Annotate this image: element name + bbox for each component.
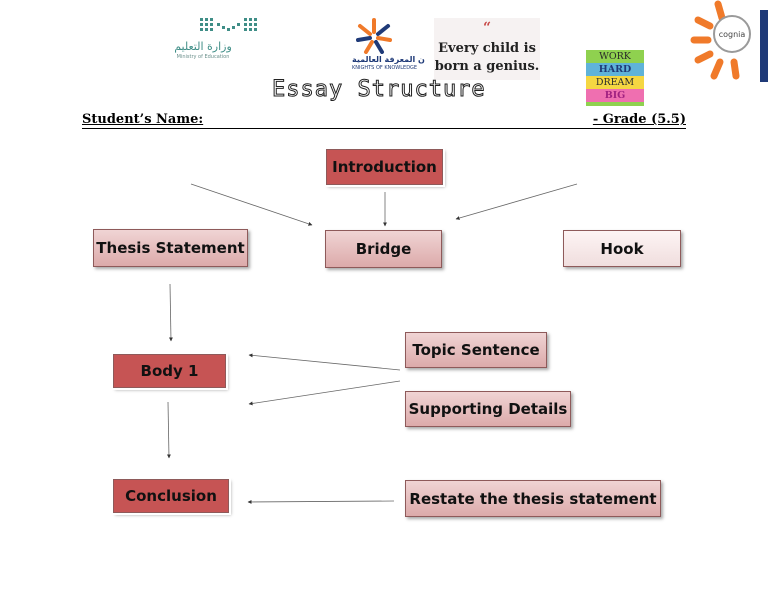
motto-badge: WORK HARD DREAM BIG	[586, 50, 644, 106]
topic-sentence-box: Topic Sentence	[405, 332, 547, 368]
thesis-statement-box: Thesis Statement	[93, 229, 248, 267]
arrow-thesis-to-bridge	[190, 183, 313, 226]
hook-label: Hook	[600, 239, 644, 258]
hook-box: Hook	[563, 230, 681, 267]
thesis-statement-label: Thesis Statement	[96, 239, 245, 257]
conclusion-label: Conclusion	[125, 487, 217, 505]
arrow-body-to-conclusion	[166, 401, 171, 459]
motto-word-3: DREAM	[586, 76, 644, 89]
supporting-details-box: Supporting Details	[405, 391, 571, 427]
body-1-label: Body 1	[140, 362, 199, 380]
arrow-details-to-body	[248, 380, 401, 406]
conclusion-box: Conclusion	[111, 477, 231, 515]
arrow-hook-to-bridge	[455, 183, 578, 220]
grade-label: - Grade (5.5)	[592, 112, 686, 127]
ministry-logo-icon	[200, 18, 257, 31]
ministry-english-name: Ministry of Education	[176, 54, 230, 60]
student-name-label: Student’s Name:	[82, 112, 204, 127]
quote-line-1: Every child is	[438, 41, 536, 56]
knights-of-knowledge-logo-icon	[356, 18, 392, 54]
introduction-box: Introduction	[324, 147, 445, 187]
restate-thesis-label: Restate the thesis statement	[409, 489, 657, 508]
motto-word-4: BIG	[586, 89, 644, 102]
quote-mark-icon: “	[482, 20, 492, 36]
bridge-box: Bridge	[325, 230, 442, 268]
knights-arabic-name: ن المعرفة العالمية	[352, 55, 425, 64]
body-1-box: Body 1	[111, 352, 228, 390]
arrow-restate-to-conclusion	[247, 499, 395, 504]
quote-line-2: born a genius.	[434, 59, 540, 74]
supporting-details-label: Supporting Details	[408, 400, 568, 418]
knights-english-name: KNIGHTS OF KNOWLEDGE	[352, 65, 418, 71]
introduction-label: Introduction	[332, 158, 437, 176]
cognia-label: cognia	[719, 30, 746, 39]
arrow-topic-to-body	[248, 353, 401, 371]
motto-word-2: HARD	[586, 63, 644, 76]
cognia-logo-icon: cognia	[690, 0, 768, 82]
quote-text: Every child is born a genius.	[434, 40, 540, 76]
restate-thesis-box: Restate the thesis statement	[405, 480, 661, 517]
ministry-arabic-name: وزارة التعليم	[174, 40, 232, 53]
page-title: Essay Structure	[272, 77, 486, 103]
student-name-line	[82, 112, 686, 129]
topic-sentence-label: Topic Sentence	[412, 341, 540, 359]
arrow-thesis-to-body	[168, 283, 173, 342]
motto-word-1: WORK	[599, 51, 631, 62]
quote-card	[434, 18, 540, 80]
bridge-label: Bridge	[355, 240, 412, 258]
